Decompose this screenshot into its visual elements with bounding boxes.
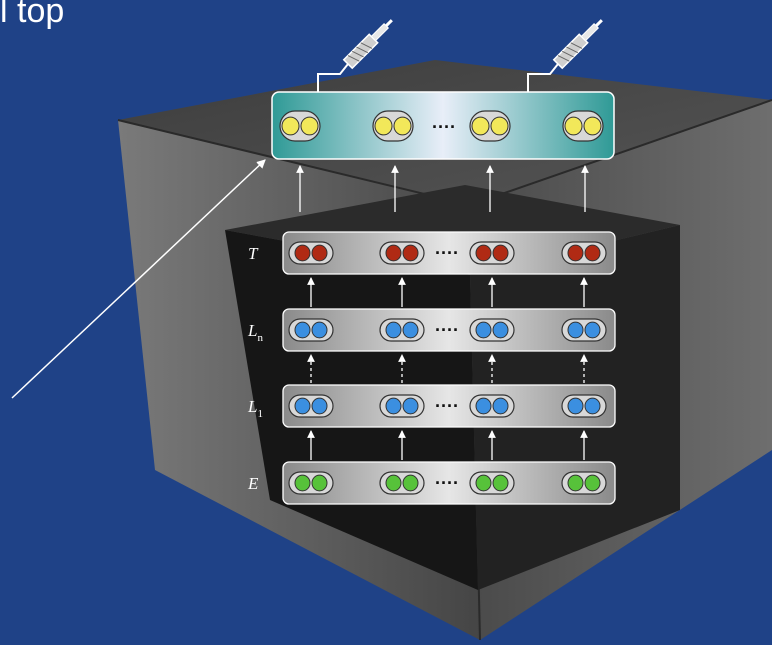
layer-T: ···· T	[248, 231, 616, 275]
plug-left	[317, 19, 393, 92]
layer-unit	[379, 394, 425, 418]
title-fragment: l top	[0, 0, 65, 30]
top-unit	[279, 110, 321, 142]
top-layer: ····	[271, 91, 615, 160]
plug-icon	[342, 19, 393, 70]
plug-right	[527, 19, 603, 92]
layer-E: ···· E	[247, 461, 616, 505]
layer-unit	[288, 471, 334, 495]
layer-stack: ····T····Ln····L1····E	[247, 231, 616, 505]
top-unit	[372, 110, 414, 142]
ellipsis: ····	[435, 243, 459, 263]
layer-unit	[469, 241, 515, 265]
layer-unit	[561, 471, 607, 495]
layer-unit	[288, 394, 334, 418]
top-unit	[469, 110, 511, 142]
layer-L1: ····L1	[247, 384, 616, 428]
inter-layer-arrows	[307, 277, 588, 460]
layer-unit	[379, 241, 425, 265]
layer-unit	[561, 318, 607, 342]
layer-unit	[469, 318, 515, 342]
top-unit	[562, 110, 604, 142]
pointer-arrow	[11, 159, 266, 399]
ellipsis: ····	[435, 396, 459, 416]
layer-label-T: T	[248, 244, 259, 263]
layer-unit	[288, 241, 334, 265]
ellipsis: ····	[432, 117, 456, 137]
ellipsis: ····	[435, 320, 459, 340]
layer-unit	[288, 318, 334, 342]
plug-icon	[552, 19, 603, 70]
inner-cube-top	[225, 185, 680, 275]
layer-label-E: E	[247, 474, 259, 493]
layer-unit	[379, 318, 425, 342]
layer-unit	[561, 394, 607, 418]
top-arrows	[296, 165, 589, 212]
layer-unit	[561, 241, 607, 265]
layer-unit	[469, 471, 515, 495]
layer-unit	[379, 471, 425, 495]
ellipsis: ····	[435, 473, 459, 493]
layer-Ln: ····Ln	[247, 308, 616, 352]
layer-unit	[469, 394, 515, 418]
